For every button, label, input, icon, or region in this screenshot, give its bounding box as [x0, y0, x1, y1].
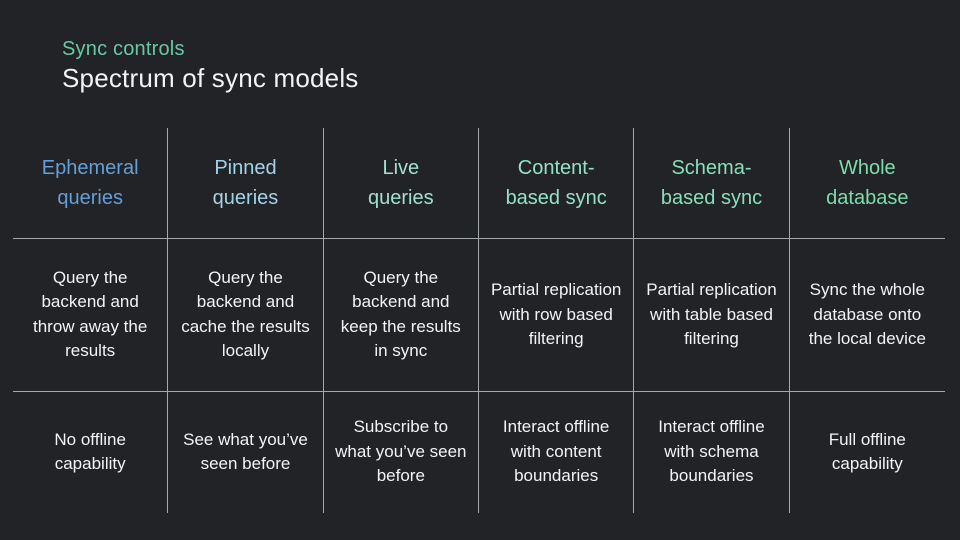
column-header-label: Live queries: [368, 157, 434, 209]
description-text: Query the backend and throw away the res…: [32, 267, 148, 361]
description-cell: Partial replication with table based fil…: [634, 239, 790, 392]
description-cell: Partial replication with row based filte…: [478, 239, 635, 392]
slide-header: Sync controls Spectrum of sync models: [62, 36, 359, 94]
offline-capability-cell: See what you’ve seen before: [168, 391, 324, 513]
column-header-schema-based-sync: Schema-based sync: [634, 128, 790, 239]
column-header-content-based-sync: Content-based sync: [478, 128, 635, 239]
description-text: Partial replication with row based filte…: [490, 280, 622, 348]
offline-capability-text: See what you’ve seen before: [183, 429, 308, 474]
offline-capability-cell: Interact offline with schema boundaries: [634, 391, 790, 513]
offline-capability-text: No offline capability: [54, 429, 126, 474]
column-header-label: Whole database: [826, 157, 909, 209]
offline-capability-text: Interact offline with schema boundaries: [658, 417, 765, 486]
description-cell: Query the backend and cache the results …: [168, 239, 324, 392]
description-cell: Query the backend and throw away the res…: [13, 239, 169, 392]
page-title: Spectrum of sync models: [62, 63, 359, 93]
offline-capability-text: Subscribe to what you’ve seen before: [335, 417, 467, 486]
description-text: Sync the whole database onto the local d…: [808, 280, 926, 348]
column-header-label: Content-based sync: [505, 157, 607, 209]
offline-capability-cell: Full offline capability: [790, 392, 945, 513]
description-text: Partial replication with table based fil…: [646, 280, 777, 348]
offline-capability-cell: Subscribe to what you’ve seen before: [324, 391, 479, 513]
column-header-ephemeral-queries: Ephemeral queries: [13, 128, 169, 239]
column-header-label: Ephemeral queries: [41, 157, 139, 209]
column-header-pinned-queries: Pinned queries: [168, 128, 324, 239]
offline-capability-text: Full offline capability: [828, 429, 906, 474]
column-header-label: Pinned queries: [212, 157, 279, 209]
slide-kicker: Sync controls: [62, 38, 185, 60]
column-header-label: Schema-based sync: [660, 157, 763, 209]
offline-capability-cell: No offline capability: [13, 391, 169, 513]
sync-models-table: Ephemeral queries Pinned queries Live qu…: [13, 128, 945, 513]
description-cell: Query the backend and keep the results i…: [323, 239, 479, 392]
description-cell: Sync the whole database onto the local d…: [789, 239, 945, 392]
description-text: Query the backend and keep the results i…: [340, 267, 461, 361]
column-header-whole-database: Whole database: [789, 128, 945, 239]
description-text: Query the backend and cache the results …: [181, 267, 310, 361]
offline-capability-text: Interact offline with content boundaries: [502, 417, 610, 486]
column-header-live-queries: Live queries: [323, 128, 479, 239]
offline-capability-cell: Interact offline with content boundaries: [479, 391, 635, 513]
